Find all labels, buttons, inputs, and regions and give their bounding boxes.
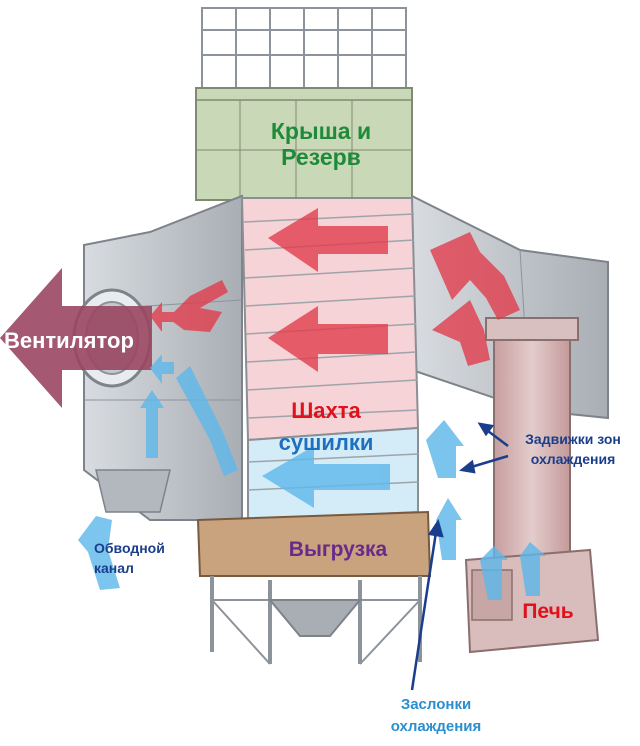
cooling-gates-label: Задвижки зон охлаждения — [525, 431, 621, 467]
roof-label: Крыша и Резерв — [270, 118, 372, 171]
shaft-label-line1: Шахта — [291, 398, 361, 423]
unload-label: Выгрузка — [288, 538, 388, 561]
drying-shaft — [240, 197, 420, 522]
fan-exhaust-arrow — [0, 268, 152, 408]
support-frame — [210, 576, 422, 665]
cool-air-arrows — [78, 354, 546, 600]
fan-label: Вентилятор — [4, 328, 134, 353]
shaft-label-line2: сушилки — [278, 430, 374, 455]
roof-block — [195, 87, 413, 201]
cooling-gate-pointers — [459, 422, 509, 474]
hot-air-arrows — [150, 208, 520, 372]
top-railing — [201, 7, 407, 89]
cooling-dampers-pointer — [410, 519, 444, 691]
bypass-label: Обводной канал — [94, 540, 165, 577]
cooling-dampers-label: Заслонки охлаждения — [390, 696, 482, 735]
furnace-assembly — [464, 317, 600, 654]
furnace-label: Печь — [522, 600, 574, 623]
